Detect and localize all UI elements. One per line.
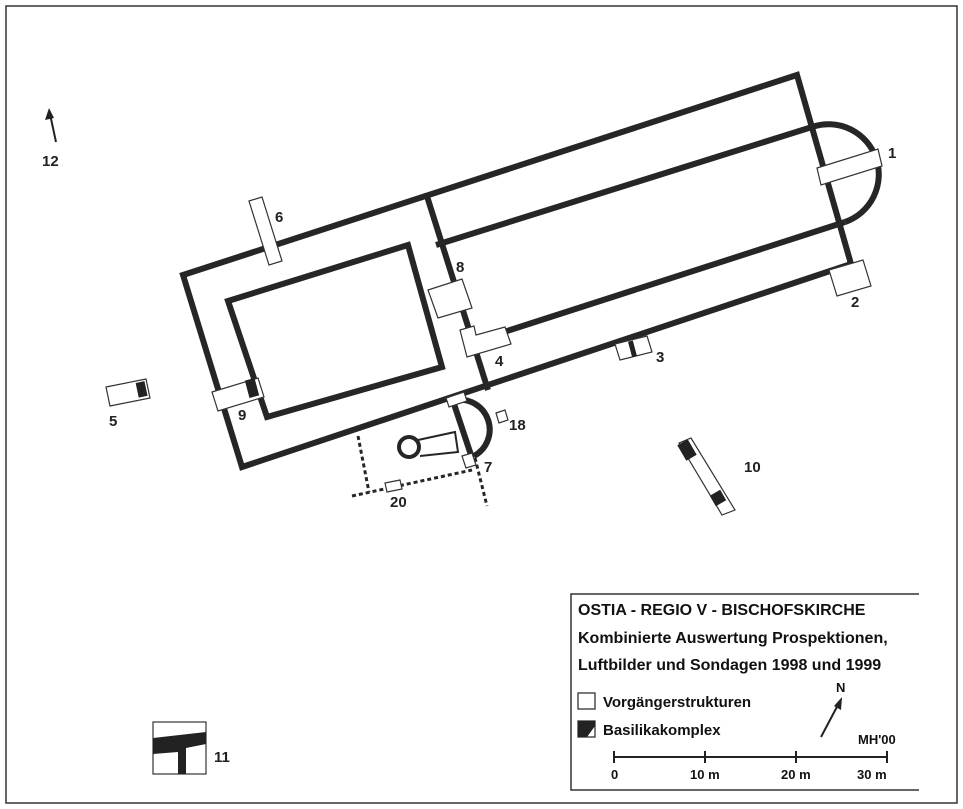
north-label: N (836, 680, 845, 695)
north-arrow-icon (820, 697, 842, 738)
legend-title-line-3: Luftbilder und Sondagen 1998 und 1999 (578, 657, 881, 674)
trench-6 (248, 196, 283, 266)
nave-north-wall (435, 124, 813, 248)
scale-tick-30: 30 m (857, 767, 887, 782)
trench-labels: 1 2 3 4 5 6 7 8 9 10 11 12 18 20 (42, 145, 896, 766)
trench-9-hatch (244, 378, 260, 398)
legend-item-basilika: Basilikakomplex (603, 722, 721, 739)
trenches (105, 148, 883, 775)
label-7: 7 (484, 459, 492, 476)
dotted-wall-south (351, 468, 473, 498)
label-1: 1 (888, 145, 896, 162)
trench-7 (461, 452, 477, 469)
trench-18 (495, 409, 509, 424)
label-2: 2 (851, 294, 859, 311)
legend-item-vorgaenger: Vorgängerstrukturen (603, 694, 751, 711)
label-3: 3 (656, 349, 664, 366)
trench-1 (816, 148, 883, 186)
trench-8 (427, 278, 473, 319)
legend-title-line-1: OSTIA - REGIO V - BISCHOFSKIRCHE (578, 602, 866, 619)
round-feature (397, 435, 421, 459)
trench-10-hatch (677, 439, 697, 461)
legend-swatch-vorgaenger (577, 692, 596, 710)
trench-20 (384, 479, 403, 493)
trench-3-hatch (627, 340, 637, 358)
round-feature-channel (417, 430, 460, 457)
figure-frame (5, 5, 958, 804)
dotted-wall-west (356, 435, 371, 493)
arrow-12-icon (45, 108, 57, 143)
scale-bar (613, 751, 888, 763)
label-10: 10 (744, 459, 761, 476)
trench-5-hatch (135, 381, 148, 398)
scale-tick-20: 20 m (781, 767, 811, 782)
nave-south-wall (472, 219, 846, 345)
label-5: 5 (109, 413, 117, 430)
label-4: 4 (495, 353, 504, 370)
trench-4 (459, 325, 512, 358)
author-initials: MH'00 (858, 732, 896, 747)
label-6: 6 (275, 209, 283, 226)
label-20: 20 (390, 494, 407, 511)
legend-box: OSTIA - REGIO V - BISCHOFSKIRCHE Kombini… (570, 593, 919, 791)
label-8: 8 (456, 259, 464, 276)
legend-swatch-basilika (577, 720, 596, 738)
scale-tick-0: 0 (611, 767, 618, 782)
scale-tick-10: 10 m (690, 767, 720, 782)
annex-wall (449, 397, 475, 459)
label-18: 18 (509, 417, 526, 434)
label-9: 9 (238, 407, 246, 424)
basilica-outer-wall (179, 71, 855, 471)
annex-extension-dashed (473, 457, 489, 507)
trench-2 (828, 259, 872, 297)
label-11: 11 (214, 749, 230, 766)
trench-10-hatch-2 (709, 489, 727, 507)
legend-title-line-2: Kombinierte Auswertung Prospektionen, (578, 630, 888, 647)
label-12: 12 (42, 153, 59, 170)
trench-annex (445, 391, 468, 408)
basilica-complex (179, 71, 882, 507)
legend-frame (570, 593, 919, 791)
trench-11-hatch (153, 732, 206, 774)
